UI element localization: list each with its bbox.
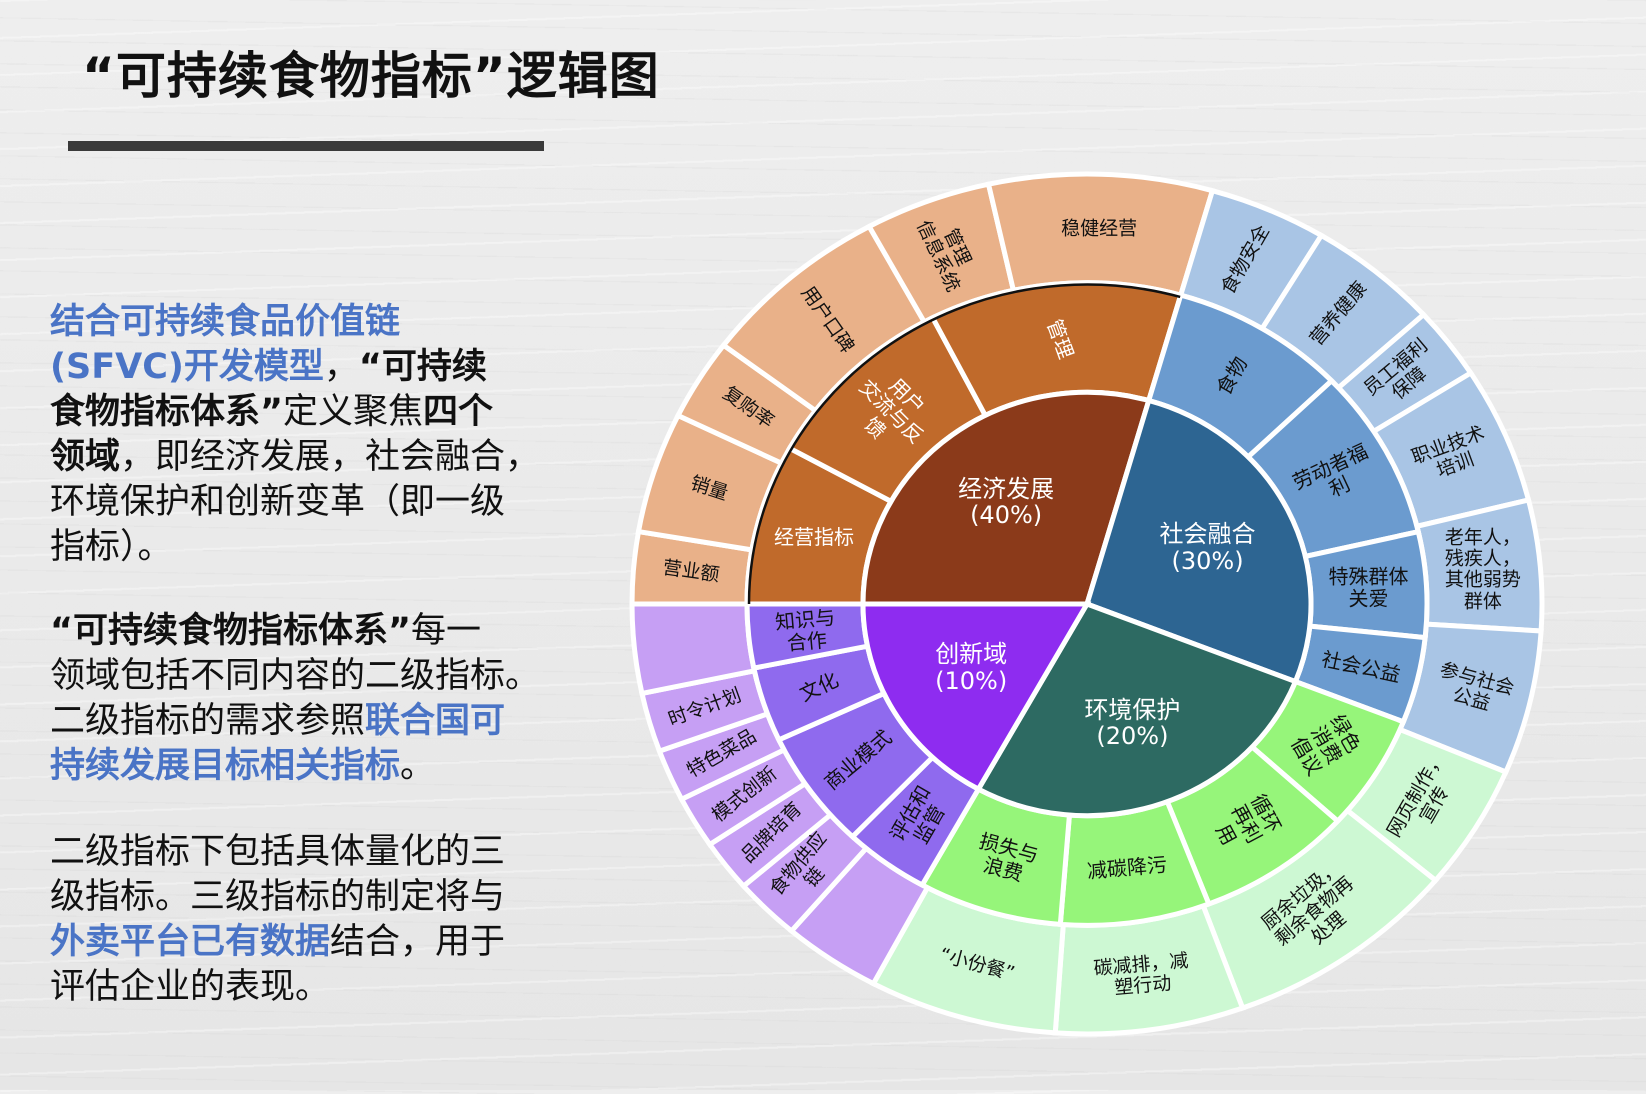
paragraph-line: “可持续食物指标体系”每一 <box>50 609 570 654</box>
body-text: 评估企业的表现。 <box>50 967 331 1007</box>
innovation-core-segment <box>860 601 1092 793</box>
bold-text: “可持续 <box>358 347 487 387</box>
body-text: 二级指标的需求参照 <box>50 701 366 741</box>
paragraph-line: 环境保护和创新变革（即一级 <box>50 480 570 525</box>
paragraph-line: 领域，即经济发展，社会融合， <box>50 435 570 480</box>
economic-domain-label: 经济发展 (40%) <box>958 474 1055 530</box>
paragraph-line: 二级指标的需求参照联合国可 <box>50 699 570 744</box>
body-text: 二级指标下包括具体量化的三 <box>50 832 506 872</box>
social-tertiary-label: 老年人， 残疾人， 其他弱势 群体 <box>1444 526 1521 613</box>
body-text: 领域包括不同内容的二级指标。 <box>50 656 541 696</box>
economic-tertiary-label: 稳健经营 <box>1061 216 1138 239</box>
innovation-domain-label: 创新域 (10%) <box>935 640 1008 696</box>
bold-text: 领域 <box>50 437 121 477</box>
social-secondary-label: 特殊群体 关爱 <box>1328 564 1409 611</box>
body-text: 环境保护和创新变革（即一级 <box>50 482 506 522</box>
environment-domain-label: 环境保护 (20%) <box>1084 695 1181 751</box>
economic-ring-outline <box>747 283 1181 605</box>
paragraph-line: 二级指标下包括具体量化的三 <box>50 830 570 875</box>
body-text: ，即经济发展，社会融合， <box>120 437 541 477</box>
paragraph-line: 食物指标体系”定义聚焦四个 <box>50 390 570 435</box>
tertiary-indicator-paragraph: 二级指标下包括具体量化的三级指标。三级指标的制定将与外卖平台已有数据结合，用于评… <box>50 830 570 1010</box>
social-core-segment <box>1083 397 1314 685</box>
body-text: 定义聚焦 <box>283 392 424 432</box>
secondary-indicator-paragraph: “可持续食物指标体系”每一领域包括不同内容的二级指标。二级指标的需求参照联合国可… <box>50 609 570 789</box>
body-text: 。 <box>400 746 436 786</box>
title-underline <box>68 141 544 151</box>
paragraph-line: (SFVC)开发模型，“可持续 <box>50 345 570 390</box>
highlight-text: (SFVC)开发模型 <box>50 347 324 387</box>
paragraph-line: 持续发展目标相关指标。 <box>50 744 570 789</box>
body-text: 级指标。三级指标的制定将与 <box>50 877 506 917</box>
bold-text: 四个 <box>423 392 494 432</box>
paragraph-line: 级指标。三级指标的制定将与 <box>50 875 570 920</box>
bold-text: “可持续食物指标体系” <box>50 611 412 651</box>
bold-text: 食物指标体系” <box>50 392 284 432</box>
highlight-text: 结合可持续食品价值链 <box>50 302 401 342</box>
paragraph-line: 领域包括不同内容的二级指标。 <box>50 654 570 699</box>
body-text: ， <box>323 347 359 387</box>
economic-core-segment <box>860 389 1152 607</box>
paragraph-line: 指标）。 <box>50 525 570 570</box>
page-title: “可持续食物指标”逻辑图 <box>82 47 660 105</box>
paragraph-line: 评估企业的表现。 <box>50 965 570 1010</box>
economic-secondary-label: 经营指标 <box>773 525 854 550</box>
social-domain-label: 社会融合 (30%) <box>1159 519 1256 575</box>
highlight-text: 外卖平台已有数据 <box>50 922 331 962</box>
paragraph-line: 外卖平台已有数据结合，用于 <box>50 920 570 965</box>
body-text: 结合，用于 <box>330 922 506 962</box>
intro-paragraph: 结合可持续食品价值链(SFVC)开发模型，“可持续食物指标体系”定义聚焦四个领域… <box>50 300 570 570</box>
paragraph-line: 结合可持续食品价值链 <box>50 300 570 345</box>
body-text: 指标）。 <box>50 527 173 567</box>
highlight-text: 联合国可 <box>365 701 506 741</box>
body-text: 每一 <box>411 611 482 651</box>
highlight-text: 持续发展目标相关指标 <box>50 746 401 786</box>
